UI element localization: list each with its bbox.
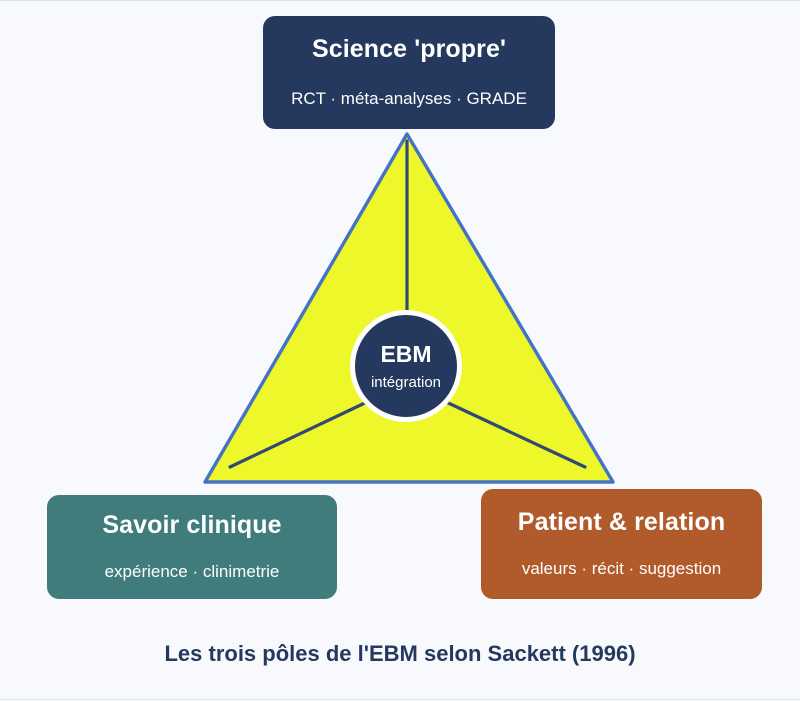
hub-subtitle: intégration [370,373,442,391]
connector-to-clinique [228,399,371,469]
ebm-triangle [203,132,615,484]
pole-box-science[interactable]: Science 'propre' RCT · méta-analyses · G… [263,16,555,129]
pole-box-patient[interactable]: Patient & relation valeurs · récit · sug… [481,489,762,599]
pole-title-patient: Patient & relation [517,508,726,537]
pole-subtitle-patient: valeurs · récit · suggestion [521,558,722,578]
ebm-hub-circle[interactable]: EBM intégration [350,310,462,422]
connector-to-patient [442,399,587,469]
pole-title-science: Science 'propre' [311,34,507,63]
figure-caption: Les trois pôles de l'EBM selon Sackett (… [164,641,636,666]
hub-title: EBM [380,340,432,367]
pole-title-clinique: Savoir clinique [102,511,282,540]
pole-subtitle-science: RCT · méta-analyses · GRADE [291,89,527,109]
pole-box-clinique[interactable]: Savoir clinique expérience · clinimetrie [47,495,337,599]
pole-subtitle-clinique: expérience · clinimetrie [104,561,280,581]
